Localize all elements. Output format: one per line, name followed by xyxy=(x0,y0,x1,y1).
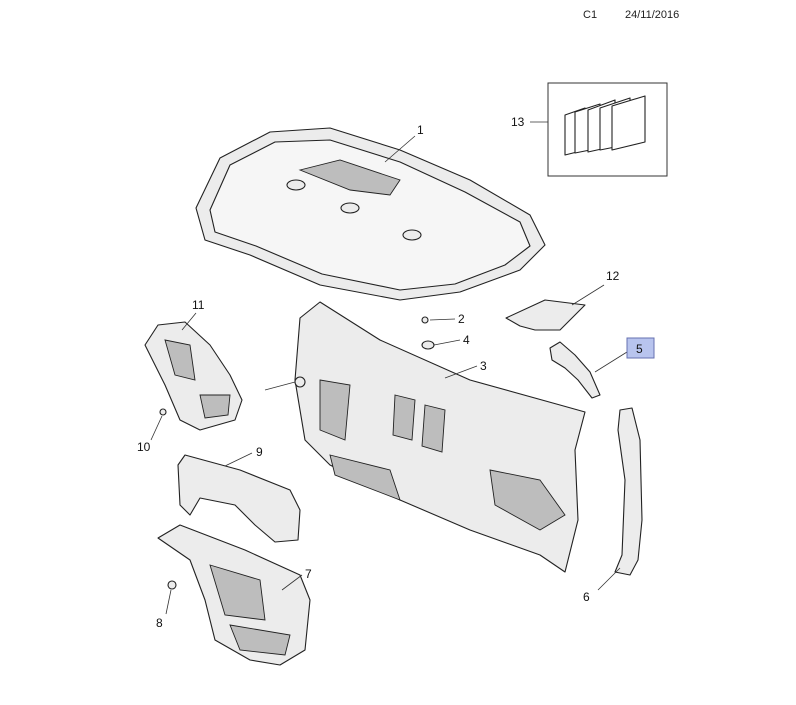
part-3-dash-panel[interactable] xyxy=(294,301,586,573)
diagram-code: C1 xyxy=(583,9,598,21)
callout-5-highlight xyxy=(626,337,655,359)
part-11-bracket[interactable] xyxy=(144,321,243,431)
callout-6[interactable]: 6 xyxy=(583,590,590,604)
part-1-insulator-panel[interactable] xyxy=(195,127,546,301)
callout-5[interactable]: 5 xyxy=(636,342,643,356)
callout-1[interactable]: 1 xyxy=(417,123,424,137)
callout-7[interactable]: 7 xyxy=(305,567,312,581)
part-9-duct-insulator[interactable] xyxy=(177,454,301,543)
callout-10[interactable]: 10 xyxy=(137,440,151,454)
part-13-kit-box[interactable] xyxy=(547,82,668,177)
part-7-insulator[interactable] xyxy=(157,524,311,666)
part-8-screw[interactable] xyxy=(167,580,177,590)
part-2-clip[interactable] xyxy=(421,316,429,324)
callout-12[interactable]: 12 xyxy=(606,269,620,283)
part-4-grommet[interactable] xyxy=(421,340,435,350)
leader-lines xyxy=(150,121,628,615)
callout-3[interactable]: 3 xyxy=(480,359,487,373)
part-5-bracket[interactable] xyxy=(549,341,601,399)
callout-8[interactable]: 8 xyxy=(156,616,163,630)
part-10-screw[interactable] xyxy=(159,408,167,416)
diagram-date: 24/11/2016 xyxy=(625,9,680,21)
callout-11[interactable]: 11 xyxy=(192,298,205,312)
callout-9[interactable]: 9 xyxy=(256,445,263,459)
part-6-pillar-trim[interactable] xyxy=(614,407,643,576)
callout-2[interactable]: 2 xyxy=(458,312,465,326)
part-12-pad[interactable] xyxy=(505,299,586,331)
callout-13[interactable]: 13 xyxy=(511,115,525,129)
callout-4[interactable]: 4 xyxy=(463,333,470,347)
